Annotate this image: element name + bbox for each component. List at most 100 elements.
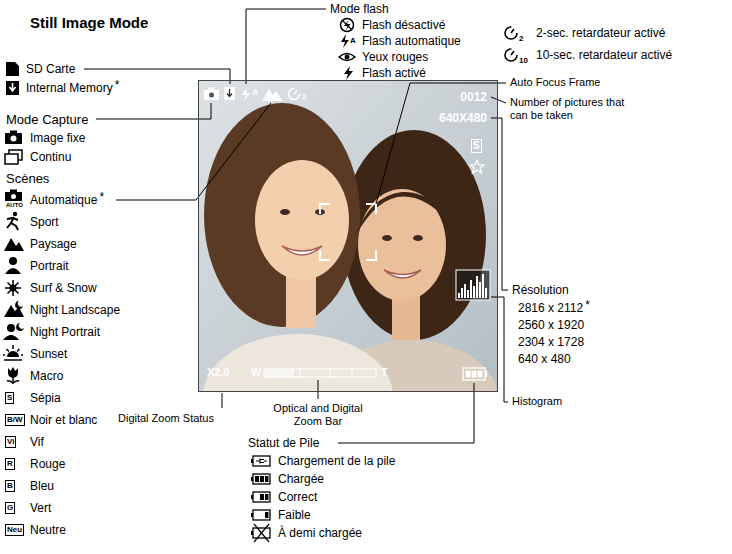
memory-label: SD Carte xyxy=(26,62,75,76)
legend-icons xyxy=(253,510,270,520)
memory-label: Internal Memory xyxy=(26,81,113,95)
scene-badge: G xyxy=(5,502,15,514)
icon-text: 10 xyxy=(519,56,528,66)
screen-readout: 2 xyxy=(302,92,306,102)
timer-label: 2-sec. retardateur activé xyxy=(536,26,665,40)
legend-icons xyxy=(265,476,269,482)
legend-icons xyxy=(254,524,269,542)
photo xyxy=(382,235,392,241)
legend-icons xyxy=(9,257,17,265)
footnote-mark: * xyxy=(99,190,104,204)
group-heading: Mode flash xyxy=(330,2,389,16)
icon-text: A xyxy=(350,36,356,46)
screen-readout: X2.0 xyxy=(207,366,230,379)
legend-icons xyxy=(6,81,19,95)
scene-label: Night Landscape xyxy=(30,303,120,317)
legend-icons xyxy=(10,131,17,134)
badge-letter: Neu xyxy=(7,525,22,535)
badge-letter: B xyxy=(7,481,13,491)
legend-icons xyxy=(253,492,270,502)
leader-lines xyxy=(491,118,508,290)
scene-label: Macro xyxy=(30,369,63,383)
scene-label: Rouge xyxy=(30,457,65,471)
photo xyxy=(384,270,421,278)
screen-readout: 640X480 xyxy=(439,111,487,125)
legend-icons xyxy=(251,531,253,535)
leader-lines xyxy=(491,297,508,402)
screen-overlay-icons xyxy=(470,160,484,173)
scene-label: Surf & Snow xyxy=(30,281,97,295)
diagram-title: Still Image Mode xyxy=(30,14,148,32)
callout-label: Optical and Digital Zoom Bar xyxy=(262,402,374,428)
legend-icons xyxy=(260,476,264,482)
leader-lines xyxy=(222,393,223,408)
legend-icons xyxy=(10,190,17,193)
scene-label: Sunset xyxy=(30,347,67,361)
screen-overlay-icons xyxy=(224,87,235,100)
legend-icons xyxy=(7,217,18,230)
icon-text: 2 xyxy=(519,34,523,44)
legend-icons xyxy=(343,21,352,30)
flash-label: Yeux rouges xyxy=(362,50,428,64)
leader-lines xyxy=(491,97,506,103)
screen-overlay-icons xyxy=(320,204,376,260)
battery-label: Faible xyxy=(278,508,311,522)
leader-lines xyxy=(116,103,271,200)
resolution-value: 2304 x 1728 xyxy=(518,335,584,349)
screen-overlay-icons xyxy=(227,89,232,97)
screen-overlay-icons xyxy=(472,371,477,378)
legend-icons xyxy=(505,49,517,61)
leader-lines xyxy=(376,83,506,204)
photo xyxy=(282,246,322,255)
battery-label: Chargement de la pile xyxy=(278,454,395,468)
scene-badge: Vi xyxy=(5,436,16,448)
badge-letter: S xyxy=(7,393,12,403)
screen-overlay-icons xyxy=(466,371,471,378)
screen-readout: W xyxy=(251,366,261,379)
legend-icons xyxy=(3,345,23,360)
screen-overlay-icons xyxy=(204,87,490,380)
legend-icons xyxy=(7,378,19,384)
resolution-value: 2816 x 2112 xyxy=(518,301,583,315)
legend-icons xyxy=(5,133,22,144)
battery-label: À demi chargée xyxy=(278,526,362,540)
screen-overlay-icons xyxy=(204,90,219,100)
resolution-value: 640 x 480 xyxy=(518,352,571,366)
timer-label: 10-sec. retardateur activé xyxy=(536,48,672,62)
legend-icons xyxy=(511,29,514,33)
legend-icons xyxy=(4,238,24,251)
group-heading: Résolution xyxy=(512,283,569,297)
scene-badge: S xyxy=(5,392,14,404)
group-heading: Statut de Pile xyxy=(248,436,319,450)
flash-label: Flash désactivé xyxy=(362,18,445,32)
scene-label: Night Portrait xyxy=(30,325,100,339)
mode-label: Continu xyxy=(30,150,71,164)
legend-icons xyxy=(3,335,19,340)
screen-overlay-icons xyxy=(242,87,250,101)
legend-icons xyxy=(5,280,21,296)
legend-icons xyxy=(253,474,270,484)
legend-icons xyxy=(5,268,21,274)
photo xyxy=(280,209,290,215)
legend-icons xyxy=(251,513,253,517)
screen-overlay-icons xyxy=(485,371,487,377)
legend-icons xyxy=(7,351,19,357)
legend-icons xyxy=(5,154,18,164)
legend-icons xyxy=(10,83,16,91)
icon-text: AUTO xyxy=(6,202,23,209)
legend-icons xyxy=(11,136,17,142)
screen-overlay-icons xyxy=(456,270,490,300)
badge-letter: B/W xyxy=(7,415,23,425)
legend-icons xyxy=(253,456,270,466)
mode-badge: S xyxy=(471,139,482,153)
screen-overlay-icons xyxy=(209,93,214,98)
screen-overlay-icons xyxy=(459,274,486,298)
leader-lines xyxy=(318,380,319,399)
scene-label: Bleu xyxy=(30,479,54,493)
photo xyxy=(198,80,498,392)
legend-icons xyxy=(7,324,15,332)
screen-overlay-icons xyxy=(289,89,300,100)
legend-icons xyxy=(6,62,19,76)
screen-readout: A xyxy=(252,87,259,98)
